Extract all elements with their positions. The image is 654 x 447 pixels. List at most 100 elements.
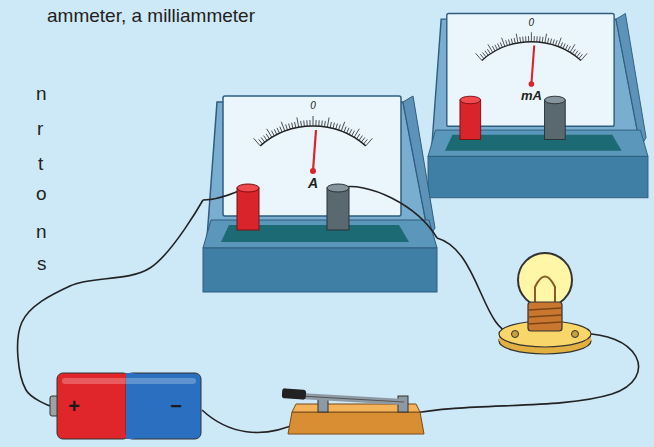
scale-tick — [344, 127, 346, 133]
scale-tick — [553, 39, 555, 44]
battery-shine — [62, 378, 196, 384]
cut-text: s — [37, 254, 47, 273]
scale-tick — [366, 138, 373, 146]
cut-text: r — [37, 119, 43, 138]
scale-tick — [333, 123, 334, 129]
meter-scale — [260, 126, 366, 146]
needle-pivot — [310, 168, 316, 174]
red-terminal-top — [460, 96, 481, 104]
scale-tick — [531, 32, 532, 41]
scale-tick — [555, 40, 557, 45]
scale-tick — [327, 117, 329, 127]
scale-tick — [297, 117, 299, 127]
scale-tick — [264, 136, 267, 141]
scale-tick — [558, 38, 561, 47]
scale-tick — [483, 52, 486, 56]
scale-tick — [495, 45, 498, 50]
cut-text: o — [36, 184, 47, 203]
scale-zero: 0 — [310, 101, 316, 111]
scale-tick — [359, 136, 362, 141]
battery: +− — [50, 372, 202, 440]
scale-tick — [295, 122, 296, 128]
scale-tick — [330, 122, 331, 128]
meter-needle — [531, 45, 534, 84]
scale-tick — [492, 46, 495, 51]
scale-tick — [534, 36, 535, 42]
meter-needle — [313, 130, 316, 171]
scale-tick — [528, 36, 529, 42]
unit-label: A — [308, 176, 318, 190]
scale-tick — [361, 137, 365, 142]
switch — [282, 388, 424, 434]
scale-tick — [357, 134, 360, 139]
scale-tick — [324, 121, 326, 127]
scale-tick — [364, 139, 368, 144]
meter-side — [616, 14, 646, 147]
scale-tick — [292, 123, 293, 129]
scale-tick — [548, 38, 549, 44]
meter-scale — [482, 42, 581, 61]
scale-tick — [500, 42, 502, 47]
scale-zero: 0 — [529, 18, 535, 28]
scale-tick — [352, 131, 355, 136]
scale-tick — [550, 39, 551, 44]
scale-tick — [542, 37, 544, 43]
black-terminal — [545, 100, 566, 139]
cut-text: n — [36, 222, 47, 241]
scale-tick — [565, 45, 568, 50]
meter: 0 mA — [428, 6, 648, 206]
scale-tick — [306, 120, 307, 126]
scale-tick — [508, 39, 510, 44]
cut-text: t — [38, 154, 43, 173]
scale-tick — [336, 124, 338, 130]
red-terminal-top — [237, 184, 259, 192]
scale-tick — [498, 44, 500, 49]
scale-tick — [286, 124, 288, 130]
black-terminal — [327, 188, 349, 230]
cut-text: n — [36, 84, 47, 103]
scale-tick — [280, 127, 282, 133]
red-terminal — [460, 100, 481, 139]
scale-tick — [259, 139, 263, 144]
black-terminal-top — [545, 96, 566, 104]
red-terminal — [237, 188, 259, 230]
scale-tick — [303, 121, 305, 127]
scale-tick — [321, 121, 323, 127]
scale-tick — [572, 49, 575, 54]
meter: 0A — [203, 88, 437, 300]
unit-label: mA — [521, 89, 542, 102]
scale-tick — [300, 121, 302, 127]
wire — [437, 238, 515, 334]
polarity-sign: − — [170, 396, 182, 416]
scale-tick — [536, 36, 537, 42]
scale-tick — [341, 122, 345, 131]
scale-ticks — [254, 116, 373, 146]
scale-tick — [346, 128, 349, 133]
meter-base-front — [203, 248, 437, 292]
scale-tick — [506, 40, 508, 45]
scale-tick — [581, 53, 587, 60]
black-terminal-top — [327, 184, 349, 192]
scale-tick — [338, 124, 340, 130]
scale-tick — [514, 38, 515, 44]
wire — [338, 187, 437, 238]
scale-tick — [480, 54, 484, 58]
meter-drawing — [428, 6, 648, 206]
polarity-sign: + — [68, 396, 80, 416]
scale-tick — [525, 36, 526, 42]
scale-tick — [267, 129, 272, 138]
scale-tick — [539, 37, 541, 43]
scale-tick — [318, 120, 319, 126]
scale-tick — [563, 44, 565, 49]
scale-tick — [511, 39, 512, 44]
scale-tick — [560, 42, 562, 47]
scale-tick — [575, 51, 578, 56]
scale-tick — [277, 128, 280, 133]
scale-ticks — [476, 32, 588, 60]
scale-tick — [516, 34, 518, 43]
scale-tick — [261, 137, 265, 142]
meter-drawing — [203, 88, 437, 300]
light-bulb — [499, 253, 591, 354]
scale-tick — [289, 124, 291, 130]
